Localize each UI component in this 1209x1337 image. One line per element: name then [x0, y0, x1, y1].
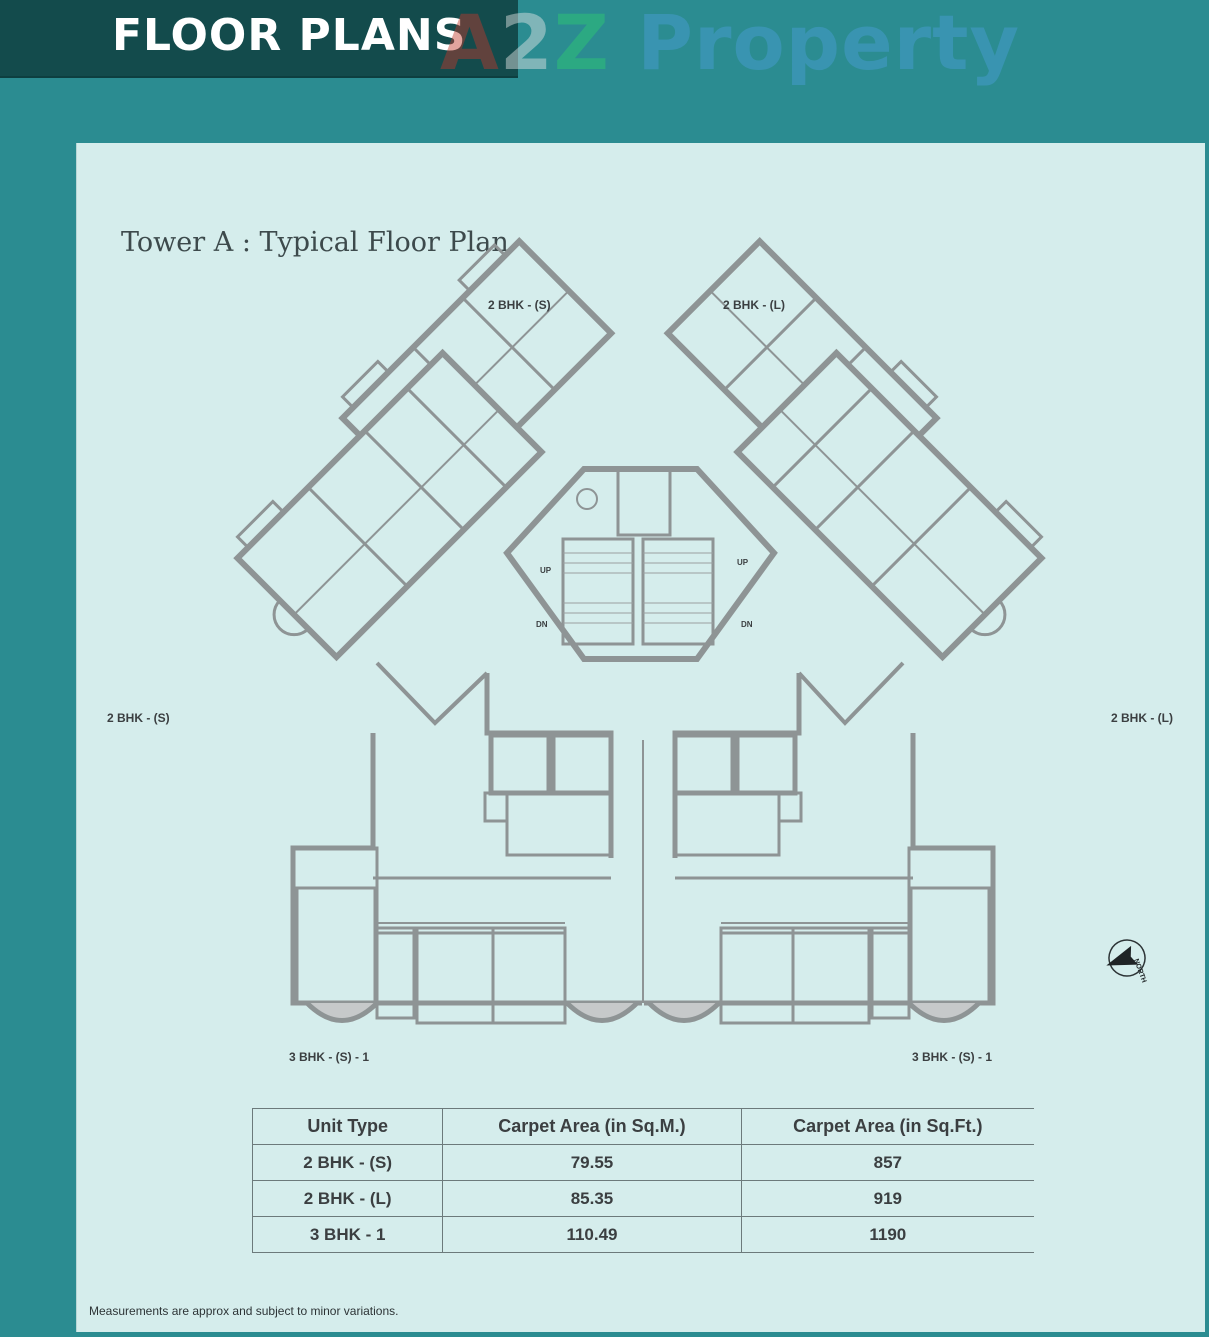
page-title: FLOOR PLANS [112, 10, 467, 61]
wing-mid-right [733, 348, 1046, 662]
unit-3bhk-right [644, 733, 996, 1025]
watermark-2: 2 [499, 0, 554, 87]
unit-3bhk-left [290, 733, 642, 1025]
label-2bhk-s-side: 2 BHK - (S) [107, 711, 170, 725]
label-3bhk-left: 3 BHK - (S) - 1 [289, 1050, 370, 1064]
lift-2 [550, 732, 614, 796]
table-row: 3 BHK - 1 110.49 1190 [251, 1216, 1034, 1253]
label-2bhk-l-side: 2 BHK - (L) [1111, 711, 1173, 725]
cell-area-sqft: 919 [740, 1180, 1034, 1217]
cell-area-sqft: 1190 [740, 1216, 1034, 1253]
col-area-sqm: Carpet Area (in Sq.M.) [442, 1108, 742, 1145]
lift-3 [672, 732, 736, 796]
col-unit-type: Unit Type [251, 1108, 443, 1145]
stair-dn-label-right: DN [741, 620, 753, 629]
watermark-property: Property [609, 0, 1020, 87]
stair-up-label-right: UP [737, 558, 749, 567]
col-area-sqft: Carpet Area (in Sq.Ft.) [740, 1108, 1034, 1145]
lift-1 [488, 732, 552, 796]
cell-area-sqm: 110.49 [442, 1216, 742, 1253]
north-compass-icon: NORTH [1106, 939, 1147, 984]
plan-title: Tower A : Typical Floor Plan [121, 227, 509, 258]
disclaimer: Measurements are approx and subject to m… [89, 1304, 399, 1318]
floor-plan-drawing: NORTH UP DN UP DN [233, 237, 1147, 1025]
watermark-z: Z [553, 0, 610, 87]
cell-unit-type: 2 BHK - (S) [251, 1144, 443, 1181]
cell-area-sqm: 79.55 [442, 1144, 742, 1181]
table-row: 2 BHK - (S) 79.55 857 [251, 1144, 1034, 1181]
header-band: FLOOR PLANS [0, 0, 518, 78]
cell-area-sqft: 857 [740, 1144, 1034, 1181]
core-lobby [503, 466, 778, 662]
carpet-area-table: Unit Type Carpet Area (in Sq.M.) Carpet … [251, 1108, 1034, 1253]
watermark: A2Z Property [440, 0, 1020, 87]
wing-mid-left [233, 348, 546, 662]
stair-left [561, 537, 635, 646]
label-2bhk-s-top: 2 BHK - (S) [488, 298, 551, 312]
label-3bhk-right: 3 BHK - (S) - 1 [912, 1050, 993, 1064]
table-header-row: Unit Type Carpet Area (in Sq.M.) Carpet … [251, 1108, 1034, 1145]
stair-right [641, 537, 715, 646]
cell-area-sqm: 85.35 [442, 1180, 742, 1217]
stair-up-label: UP [540, 566, 552, 575]
cell-unit-type: 3 BHK - 1 [251, 1216, 443, 1253]
watermark-a: A [440, 0, 500, 87]
label-2bhk-l-top: 2 BHK - (L) [723, 298, 785, 312]
cell-unit-type: 2 BHK - (L) [251, 1180, 443, 1217]
stair-dn-label: DN [536, 620, 548, 629]
lift-4 [734, 732, 798, 796]
table-row: 2 BHK - (L) 85.35 919 [251, 1180, 1034, 1217]
floor-plan-panel: Tower A : Typical Floor Plan [76, 143, 1205, 1332]
